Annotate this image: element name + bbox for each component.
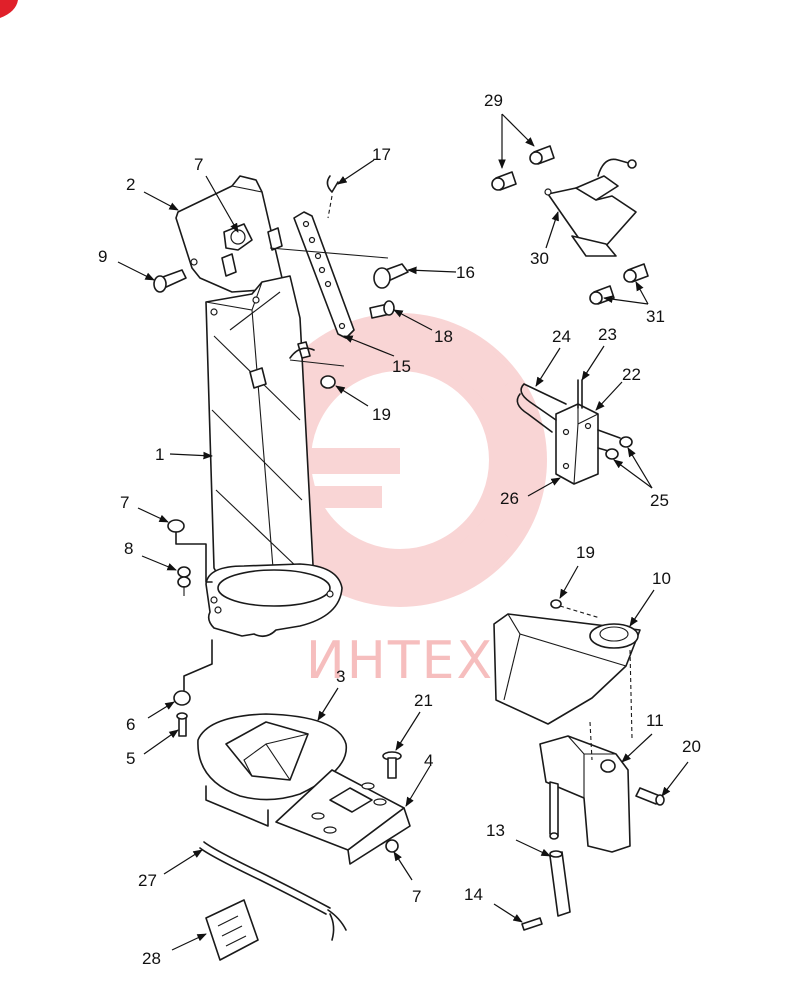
callout-13: 13 — [486, 821, 505, 840]
part-19-nut-upper — [289, 347, 345, 389]
part-20-bolt — [635, 787, 665, 806]
callout-19-upper: 19 — [372, 405, 391, 424]
callout-28: 28 — [142, 949, 161, 968]
callout-16: 16 — [456, 263, 475, 282]
callout-4: 4 — [424, 751, 433, 770]
callout-17: 17 — [372, 145, 391, 164]
part-1-base-flange — [205, 563, 343, 638]
part-28-connector-block — [205, 899, 259, 961]
callout-7-bottom: 7 — [412, 887, 421, 906]
callout-23: 23 — [598, 325, 617, 344]
part-11-motor-housing — [539, 721, 631, 853]
leader-lines — [117, 113, 689, 951]
callout-31: 31 — [646, 307, 665, 326]
part-30-actuator-motor — [544, 158, 637, 257]
part-29-bushings — [491, 145, 555, 191]
callout-30: 30 — [530, 249, 549, 268]
callout-24: 24 — [552, 327, 571, 346]
part-9-bolt — [153, 269, 187, 293]
part-14-roll-pin — [521, 917, 543, 931]
corner-mark — [0, 0, 18, 18]
callout-10: 10 — [652, 569, 671, 588]
callout-14: 14 — [464, 885, 483, 904]
callout-1: 1 — [155, 445, 164, 464]
part-17-clip — [326, 175, 339, 219]
callout-7-left: 7 — [120, 493, 129, 512]
callout-22: 22 — [622, 365, 641, 384]
watermark-text: ИНТЕХ — [306, 631, 494, 691]
callout-2: 2 — [126, 175, 135, 194]
callout-15: 15 — [392, 357, 411, 376]
part-31-bushings — [589, 263, 649, 305]
part-13-pin — [549, 850, 571, 917]
part-10-deflector — [493, 599, 641, 739]
part-7-nut-lower — [385, 839, 399, 853]
part-27-wire-harness — [199, 841, 347, 941]
callout-labels: 1 2 3 4 5 6 7 7 7 8 9 10 11 13 14 15 16 … — [98, 91, 701, 968]
callout-29: 29 — [484, 91, 503, 110]
callout-6: 6 — [126, 715, 135, 734]
callout-7-top: 7 — [194, 155, 203, 174]
part-18-bolt — [369, 300, 395, 319]
callout-20: 20 — [682, 737, 701, 756]
callout-19-lower: 19 — [576, 543, 595, 562]
part-21-carriage-bolt — [382, 751, 402, 779]
callout-3: 3 — [336, 667, 345, 686]
callout-9: 9 — [98, 247, 107, 266]
callout-27: 27 — [138, 871, 157, 890]
part-16-clevis-pin — [269, 247, 409, 289]
callout-21: 21 — [414, 691, 433, 710]
part-26-switch-block — [555, 403, 599, 485]
callout-26: 26 — [500, 489, 519, 508]
part-15-adjusting-bar — [293, 211, 355, 339]
part-22-rod — [597, 429, 621, 453]
callout-18: 18 — [434, 327, 453, 346]
callout-11: 11 — [646, 711, 664, 730]
callout-25: 25 — [650, 491, 669, 510]
part-1-chute-tube — [205, 275, 315, 591]
callout-8: 8 — [124, 539, 133, 558]
part-7-nut-left — [167, 519, 213, 583]
part-5-bolt — [176, 712, 188, 737]
callout-5: 5 — [126, 749, 135, 768]
part-8-stud — [177, 566, 191, 596]
part-23-pin — [577, 379, 583, 409]
part-25-nuts — [605, 436, 633, 460]
part-3-base-hopper — [197, 713, 348, 827]
part-24-u-bolt — [516, 383, 567, 433]
part-4-mounting-plate — [275, 769, 411, 865]
part-2-upper-bracket — [175, 175, 283, 293]
part-6-nut — [173, 639, 213, 706]
